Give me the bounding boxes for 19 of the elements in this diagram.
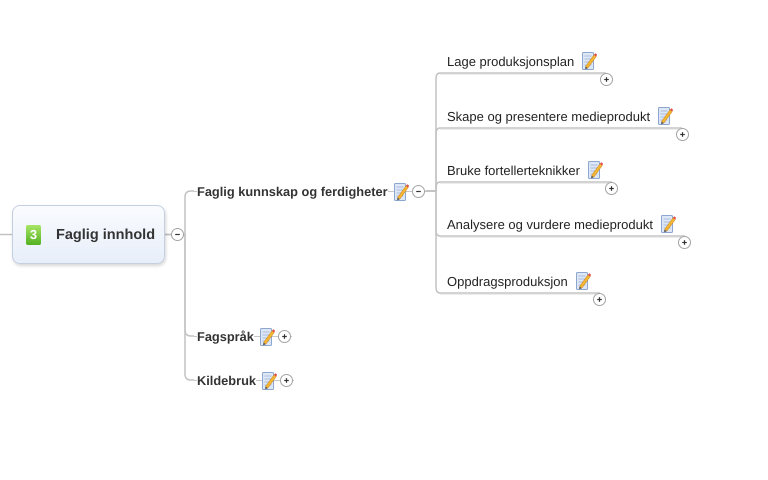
topic-text: Analysere og vurdere medieprodukt [447, 216, 653, 232]
topic-text: Oppdragsproduksjon [447, 274, 568, 288]
connector-line [165, 234, 194, 381]
topic-text: Skape og presentere medieprodukt [447, 108, 650, 124]
connector-line [0, 234, 12, 236]
topic-text: Faglig kunnskap og ferdigheter [197, 184, 388, 198]
topic-text: Kildebruk [197, 372, 256, 388]
topic-text: Faglig innhold [56, 226, 156, 242]
subtopic [440, 50, 606, 74]
topic-text: Fagspråk [197, 328, 254, 344]
subtopic [440, 270, 600, 294]
subtopic [440, 213, 685, 237]
central-topic [12, 205, 165, 264]
topic-text: Lage produksjonsplan [447, 54, 574, 68]
subtopic [440, 159, 612, 183]
priority-badge: 3 [26, 224, 41, 244]
subtopic [440, 105, 682, 129]
connector-line [426, 190, 440, 294]
topic-text: Bruke fortellerteknikker [447, 162, 580, 178]
